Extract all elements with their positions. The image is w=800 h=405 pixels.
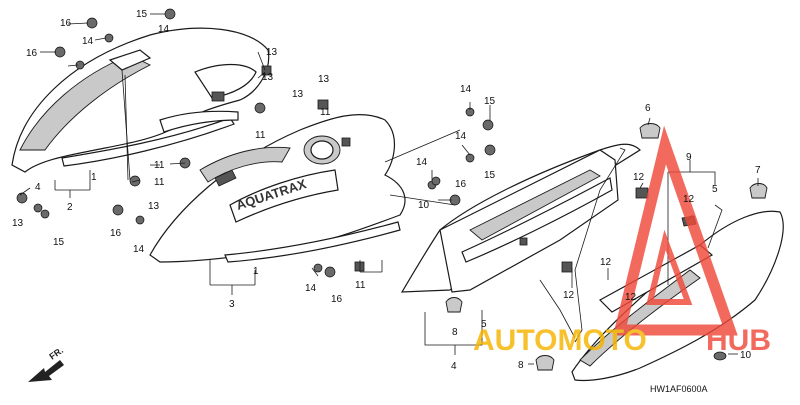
callout-14: 14 [133,244,145,255]
leader-lines [19,13,759,365]
callout-9: 9 [686,152,692,163]
callout-15: 15 [484,170,496,181]
callout-15: 15 [484,96,496,107]
callout-14: 14 [158,24,170,35]
watermark-logo: AUTOMOTO HUB [473,125,771,357]
rear-upper-cowl-part [11,27,272,173]
callout-13: 13 [12,218,24,229]
callout-7: 7 [755,165,761,176]
front-direction-label: FR. [47,345,65,362]
clip-parts [445,123,768,371]
callout-16: 16 [455,179,467,190]
callout-13: 13 [262,72,274,83]
callout-14: 14 [416,157,428,168]
callout-1: 1 [253,266,259,277]
watermark-brand-left: AUTOMOTO [473,324,647,357]
watermark-brand-right: HUB [706,324,771,357]
callout-5: 5 [712,184,718,195]
callout-12: 12 [563,290,575,301]
callout-labels: 1 1 2 3 4 4 5 5 6 7 8 8 9 10 10 11 11 11… [12,9,761,372]
callout-10: 10 [418,200,430,211]
callout-3: 3 [229,299,235,310]
callout-16: 16 [26,48,38,59]
callout-14: 14 [82,36,94,47]
callout-14: 14 [305,283,317,294]
callout-13: 13 [318,74,330,85]
callout-11: 11 [255,130,266,141]
callout-6: 6 [645,103,651,114]
callout-12: 12 [633,172,645,183]
callout-1: 1 [91,172,97,183]
callout-10: 10 [740,350,752,361]
callout-8: 8 [452,327,458,338]
callout-11: 11 [320,107,331,118]
callout-15: 15 [53,237,65,248]
callout-12: 12 [600,257,612,268]
callout-11: 11 [355,280,366,291]
callout-13: 13 [292,89,304,100]
callout-15: 15 [136,9,148,20]
callout-16: 16 [110,228,122,239]
callout-14: 14 [460,84,472,95]
callout-4: 4 [451,361,457,372]
callout-12: 12 [625,292,637,303]
callout-2: 2 [67,202,73,213]
callout-11: 11 [154,160,165,171]
front-direction-indicator: FR. [28,345,65,382]
callout-12: 12 [683,194,695,205]
side-cover-middle-part: AQUATRAX [149,99,406,272]
callout-4: 4 [35,182,41,193]
callout-16: 16 [331,294,343,305]
diagram-code: HW1AF0600A [650,384,708,394]
lower-side-tray-part [400,143,641,343]
callout-13: 13 [266,47,278,58]
callout-5: 5 [481,319,487,330]
callout-11: 11 [154,177,165,188]
callout-16: 16 [60,18,72,29]
callout-13: 13 [148,201,160,212]
callout-14: 14 [455,131,467,142]
callout-8: 8 [518,360,524,371]
